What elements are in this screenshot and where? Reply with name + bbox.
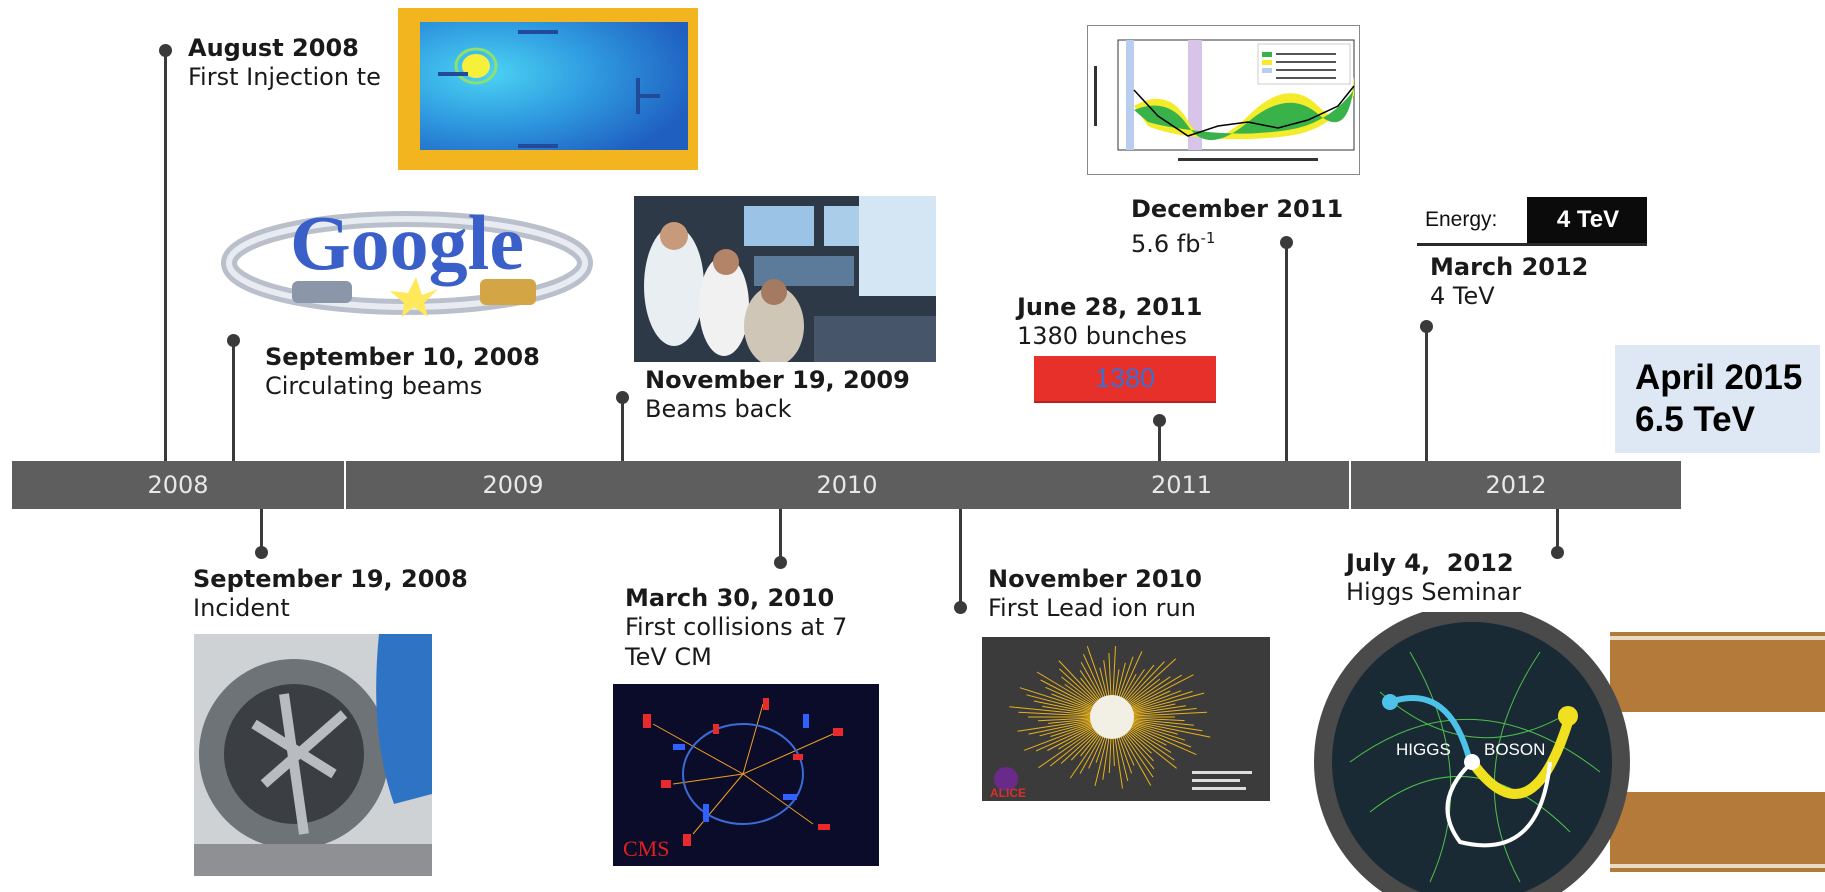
bunches-badge: 1380 (1034, 356, 1216, 403)
event-description: Higgs Seminar (1346, 578, 1522, 606)
event-march-30-2010: March 30, 2010 First collisions at 7 TeV… (625, 584, 880, 672)
year-separator (1349, 461, 1351, 509)
higgs-watch-image: HIGGS BOSON (1310, 612, 1825, 892)
connector-dot (1280, 236, 1293, 249)
connector-line (232, 340, 235, 461)
event-june-28-2011: June 28, 2011 1380 bunches (1017, 293, 1202, 351)
connector-line (1556, 509, 1559, 552)
event-date: August 2008 (188, 34, 359, 62)
cms-collision-event-image: CMS (613, 684, 879, 866)
connector-dot (774, 556, 787, 569)
connector-line (1425, 326, 1428, 461)
event-date: March 2012 (1430, 253, 1589, 281)
energy-display-badge: Energy: 4 TeV (1417, 197, 1647, 246)
event-description: Circulating beams (265, 372, 483, 400)
april-2015-callout: April 2015 6.5 TeV (1615, 345, 1820, 453)
cms-label: CMS (623, 836, 669, 861)
event-august-2008: August 2008 First Injection te (188, 34, 398, 92)
connector-line (1285, 242, 1288, 461)
injection-test-plot-image (398, 8, 698, 170)
connector-dot (616, 391, 629, 404)
luminosity-value: 5.6 fb (1131, 230, 1201, 258)
event-date: September 19, 2008 (193, 565, 468, 593)
connector-dot (954, 601, 967, 614)
connector-line (621, 397, 624, 461)
callout-date: April 2015 (1635, 358, 1803, 397)
year-label-2008: 2008 (147, 471, 209, 499)
connector-dot (1420, 320, 1433, 333)
connector-dot (255, 546, 268, 559)
event-description: 1380 bunches (1017, 322, 1188, 350)
watch-label-boson: BOSON (1484, 740, 1545, 759)
alice-lead-ion-event-image: ALICE (982, 637, 1270, 801)
connector-dot (227, 334, 240, 347)
year-separator (344, 461, 346, 509)
event-date: July 4, 2012 (1346, 549, 1514, 577)
timeline-bar: 2008 2009 2010 2011 2012 (12, 461, 1681, 509)
event-description: 4 TeV (1430, 282, 1495, 310)
connector-line (260, 509, 263, 552)
event-description: Incident (193, 594, 290, 622)
event-description: First Injection te (188, 63, 381, 91)
connector-dot (159, 44, 172, 57)
event-date: March 30, 2010 (625, 584, 835, 612)
google-logo-text: Google (290, 205, 524, 286)
alice-label: ALICE (990, 786, 1026, 800)
watch-label-higgs: HIGGS (1396, 740, 1451, 759)
year-label-2010: 2010 (816, 471, 878, 499)
connector-line (164, 50, 167, 461)
connector-dot (1153, 414, 1166, 427)
event-november-19-2009: November 19, 2009 Beams back (645, 366, 910, 424)
event-date: November 19, 2009 (645, 366, 910, 394)
google-doodle-image: Google (218, 205, 596, 320)
connector-line (959, 509, 962, 607)
event-description: 5.6 fb-1 (1131, 223, 1343, 259)
event-september-19-2008: September 19, 2008 Incident (193, 565, 468, 623)
event-date: September 10, 2008 (265, 343, 540, 371)
connector-line (1158, 420, 1161, 461)
energy-label: Energy: (1417, 197, 1527, 243)
year-label-2009: 2009 (482, 471, 544, 499)
year-label-2011: 2011 (1150, 471, 1213, 499)
event-march-2012: March 2012 4 TeV (1430, 253, 1588, 311)
event-december-2011: December 2011 5.6 fb-1 (1131, 195, 1343, 259)
connector-dot (1551, 546, 1564, 559)
control-room-photo-image (634, 196, 936, 362)
event-date: June 28, 2011 (1017, 293, 1203, 321)
luminosity-unit-exponent: -1 (1200, 229, 1216, 247)
incident-photo-image (194, 634, 432, 876)
event-description: Beams back (645, 395, 792, 423)
event-description: First collisions at 7 TeV CM (625, 613, 848, 671)
year-label-2012: 2012 (1485, 471, 1547, 499)
event-july-4-2012: July 4, 2012 Higgs Seminar (1346, 549, 1521, 607)
connector-line (779, 509, 782, 562)
higgs-exclusion-plot-image (1087, 25, 1360, 175)
event-date: November 2010 (988, 565, 1202, 593)
callout-energy: 6.5 TeV (1635, 400, 1755, 439)
event-november-2010: November 2010 First Lead ion run (988, 565, 1202, 623)
energy-value: 4 TeV (1556, 206, 1620, 233)
event-date: December 2011 (1131, 195, 1344, 223)
event-description: First Lead ion run (988, 594, 1196, 622)
event-september-10-2008: September 10, 2008 Circulating beams (265, 343, 540, 401)
